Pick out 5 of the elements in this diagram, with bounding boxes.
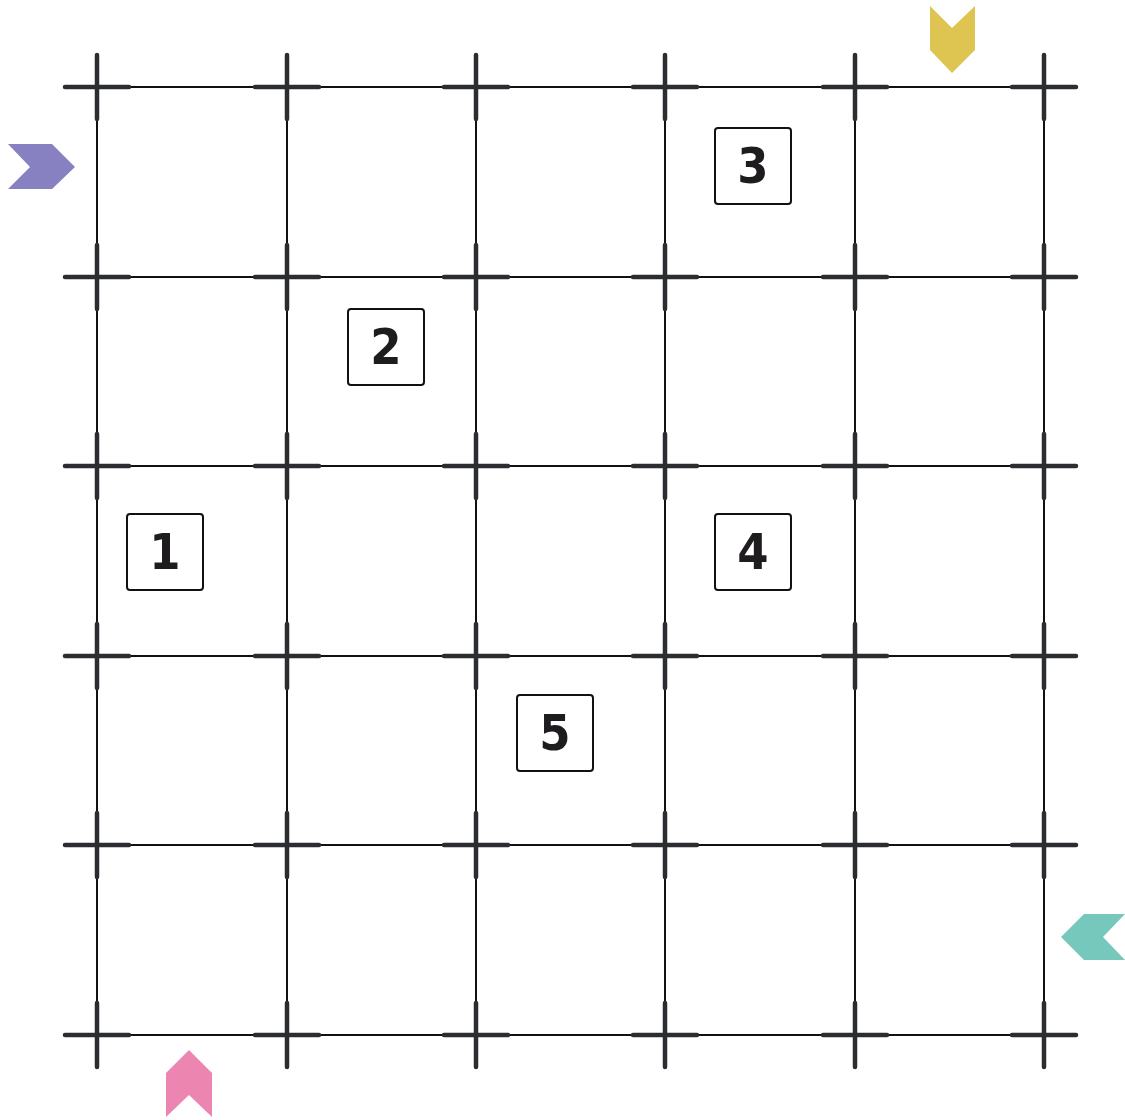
number-tile: 3 bbox=[714, 127, 792, 205]
number-tile: 2 bbox=[347, 308, 425, 386]
number-tile: 5 bbox=[516, 694, 594, 772]
number-tile: 1 bbox=[126, 513, 204, 591]
number-tile: 4 bbox=[714, 513, 792, 591]
